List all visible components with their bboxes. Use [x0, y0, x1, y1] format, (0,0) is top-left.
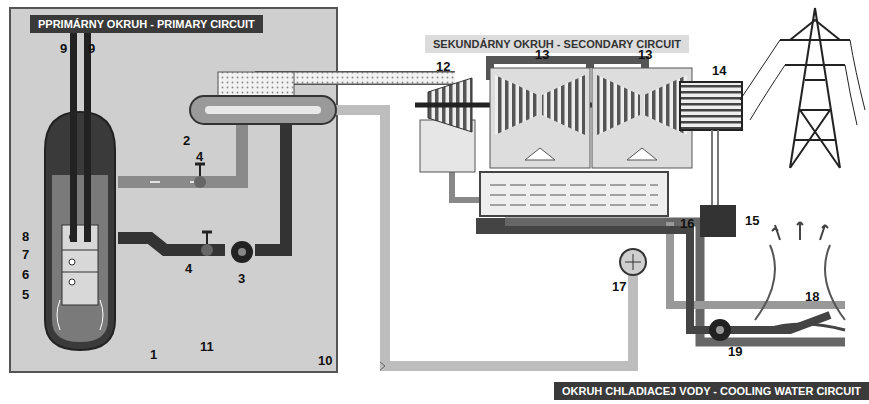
main-pump	[231, 241, 253, 263]
callout-number: 3	[238, 272, 245, 285]
callout-number: 19	[728, 345, 742, 358]
containment-panel	[10, 8, 337, 372]
steam-generator	[190, 96, 336, 124]
callout-number: 14	[712, 64, 726, 77]
reactor-vessel	[45, 32, 115, 350]
callout-number: 8	[22, 230, 29, 243]
lp-turbine	[490, 68, 692, 168]
feed-pump	[620, 249, 646, 275]
banner-text: PPRIMÁRNY OKRUH - PRIMARY CIRCUIT	[38, 18, 255, 30]
callout-number: 9	[88, 42, 95, 55]
circuit-banner: OKRUH CHLADIACEJ VODY - COOLING WATER CI…	[554, 382, 869, 400]
callout-number: 18	[805, 290, 819, 303]
callout-number: 4	[196, 150, 203, 163]
callout-number: 16	[680, 217, 694, 230]
callout-number: 1	[150, 348, 157, 361]
callout-number: 17	[612, 280, 626, 293]
callout-number: 6	[22, 268, 29, 281]
callout-number: 5	[22, 288, 29, 301]
banner-text: OKRUH CHLADIACEJ VODY - COOLING WATER CI…	[562, 385, 861, 397]
callout-number: 9	[60, 42, 67, 55]
transformer	[700, 205, 736, 237]
callout-number: 11	[200, 340, 214, 353]
circuit-banner: PPRIMÁRNY OKRUH - PRIMARY CIRCUIT	[30, 15, 263, 33]
cooling-tower	[755, 222, 845, 330]
callout-number: 2	[183, 134, 190, 147]
power-pylon	[740, 8, 865, 168]
condenser	[480, 172, 668, 216]
callout-number: 15	[745, 214, 759, 227]
callout-number: 13	[535, 48, 549, 61]
cooling-pump	[709, 319, 731, 341]
callout-number: 13	[638, 48, 652, 61]
valve	[194, 164, 213, 256]
cooling-pipe	[670, 222, 845, 305]
cooling-return-pipe	[505, 222, 845, 342]
callout-number: 4	[185, 262, 192, 275]
hp-turbine	[420, 78, 475, 172]
callout-number: 7	[22, 248, 29, 261]
callout-number: 12	[436, 60, 450, 73]
generator	[680, 82, 742, 130]
callout-number: 10	[318, 354, 332, 367]
